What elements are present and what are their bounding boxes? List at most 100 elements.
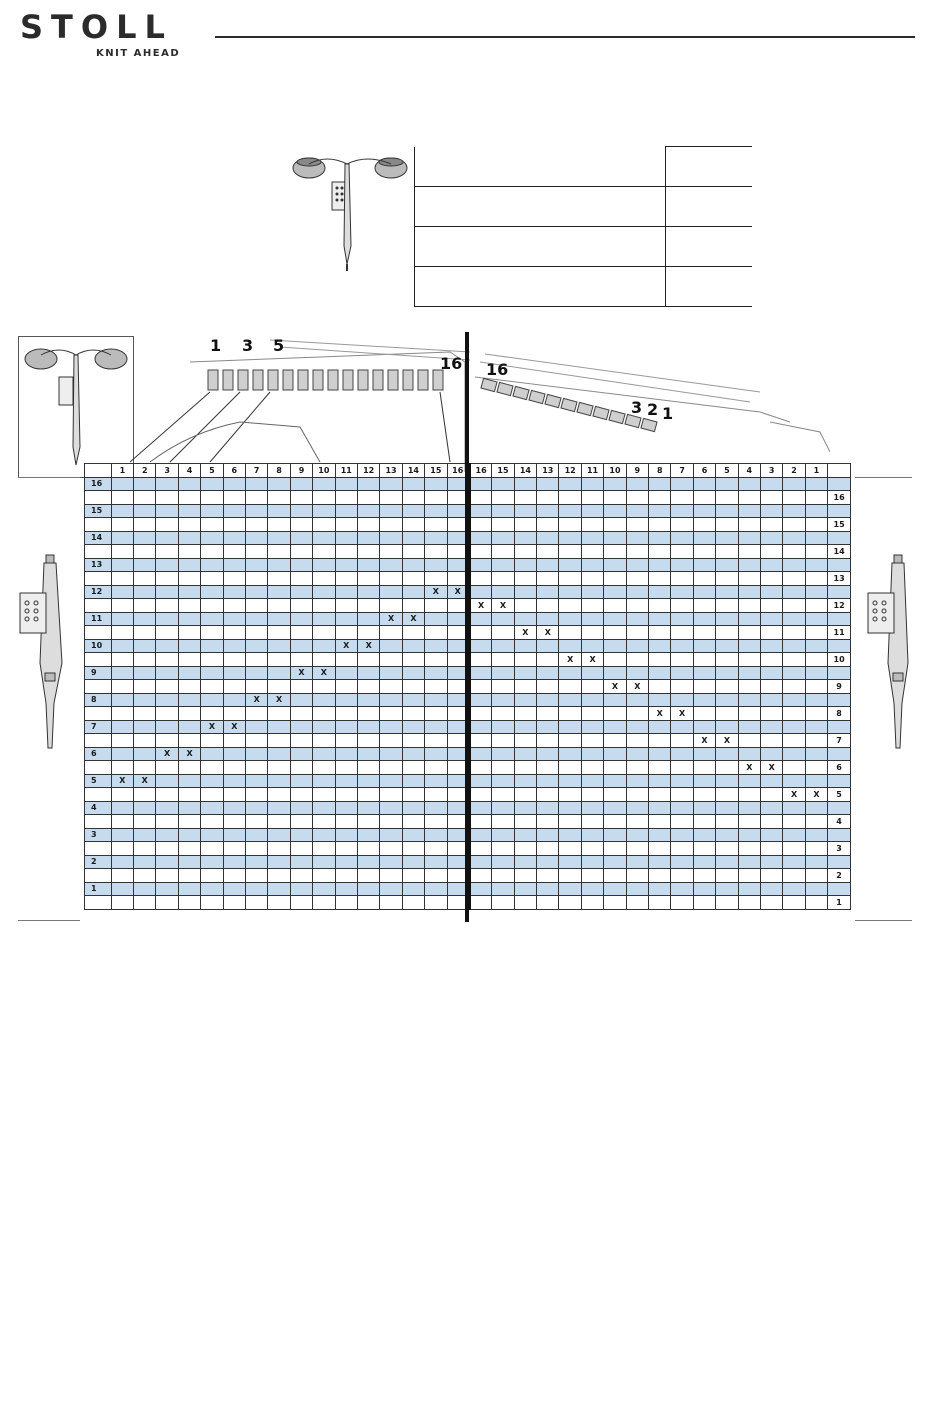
grid-cell xyxy=(110,517,135,532)
grid-cell xyxy=(536,611,560,626)
grid-cell xyxy=(379,584,403,599)
grid-cell xyxy=(110,571,135,586)
grid-cell xyxy=(356,530,381,545)
grid-cell xyxy=(648,476,672,491)
grid-cell xyxy=(312,544,336,559)
grid-mark: X xyxy=(648,706,672,721)
grid-cell xyxy=(424,503,448,518)
grid-cell xyxy=(625,895,650,910)
grid-cell xyxy=(312,476,336,491)
grid-cell xyxy=(715,476,739,491)
grid-cell xyxy=(446,557,470,572)
grid-cell xyxy=(737,557,761,572)
grid-cell xyxy=(133,679,157,694)
grid-cell xyxy=(133,611,157,626)
grid-cell xyxy=(244,733,269,748)
grid-cell xyxy=(737,571,761,586)
grid-cell xyxy=(513,679,538,694)
grid-cell xyxy=(401,854,426,869)
grid-mark: X xyxy=(177,746,202,761)
grid-cell xyxy=(603,827,627,842)
grid-cell xyxy=(356,895,381,910)
grid-cell xyxy=(244,895,269,910)
grid-cell xyxy=(491,530,515,545)
grid-cell xyxy=(558,625,582,640)
row-label-left: 2 xyxy=(84,854,112,869)
grid-cell xyxy=(759,544,784,559)
grid-cell xyxy=(133,652,157,667)
column-header-left: 10 xyxy=(312,463,336,478)
grid-cell xyxy=(289,530,314,545)
grid-cell xyxy=(312,625,336,640)
grid-cell xyxy=(625,868,650,883)
grid-cell xyxy=(625,733,650,748)
grid-cell xyxy=(467,625,493,640)
grid-cell xyxy=(670,652,694,667)
grid-cell xyxy=(334,679,358,694)
grid-cell xyxy=(580,706,605,721)
yarn-carrier-left-icon xyxy=(19,554,63,749)
grid-cell xyxy=(737,490,761,505)
grid-cell xyxy=(804,719,829,734)
grid-cell xyxy=(782,625,806,640)
table-row: 15 xyxy=(84,517,851,532)
row-label-left xyxy=(84,544,112,559)
grid-cell xyxy=(244,881,269,896)
grid-cell xyxy=(289,814,314,829)
grid-cell xyxy=(155,652,179,667)
callout-left-16: 16 xyxy=(440,354,463,373)
grid-cell xyxy=(110,746,135,761)
grid-cell xyxy=(267,584,291,599)
grid-cell xyxy=(289,490,314,505)
grid-cell xyxy=(692,652,717,667)
grid-cell xyxy=(491,746,515,761)
grid-cell xyxy=(580,638,605,653)
grid-cell xyxy=(737,854,761,869)
grid-cell xyxy=(110,733,135,748)
row-label-right: 1 xyxy=(827,895,851,910)
grid-cell xyxy=(759,571,784,586)
grid-cell xyxy=(177,733,202,748)
grid-cell xyxy=(244,787,269,802)
grid-cell xyxy=(804,490,829,505)
grid-cell xyxy=(603,584,627,599)
grid-cell xyxy=(424,773,448,788)
grid-cell xyxy=(603,773,627,788)
grid-cell xyxy=(603,557,627,572)
grid-cell xyxy=(222,868,247,883)
grid-cell xyxy=(513,895,538,910)
row-label-left: 5 xyxy=(84,773,112,788)
grid-cell xyxy=(312,773,336,788)
carrier-detail-illustration xyxy=(18,336,134,478)
grid-cell xyxy=(715,760,739,775)
grid-cell xyxy=(603,760,627,775)
grid-cell xyxy=(446,854,470,869)
grid-cell xyxy=(401,625,426,640)
grid-cell xyxy=(177,517,202,532)
grid-cell xyxy=(737,530,761,545)
grid-cell xyxy=(759,719,784,734)
grid-cell xyxy=(379,706,403,721)
table-row: 1 xyxy=(84,895,851,910)
grid-cell xyxy=(334,800,358,815)
grid-cell xyxy=(759,530,784,545)
grid-cell xyxy=(558,638,582,653)
grid-cell xyxy=(804,692,829,707)
grid-cell xyxy=(603,652,627,667)
grid-cell xyxy=(670,692,694,707)
grid-cell xyxy=(558,517,582,532)
grid-cell xyxy=(625,760,650,775)
grid-cell xyxy=(648,881,672,896)
grid-cell xyxy=(491,679,515,694)
grid-cell xyxy=(580,746,605,761)
column-header-right: 1 xyxy=(804,463,829,478)
grid-cell xyxy=(737,881,761,896)
grid-cell xyxy=(648,517,672,532)
grid-cell xyxy=(110,652,135,667)
grid-cell xyxy=(446,530,470,545)
row-label-right: 10 xyxy=(827,652,851,667)
grid-cell xyxy=(356,584,381,599)
grid-corner-cell xyxy=(827,463,851,478)
grid-cell xyxy=(737,719,761,734)
